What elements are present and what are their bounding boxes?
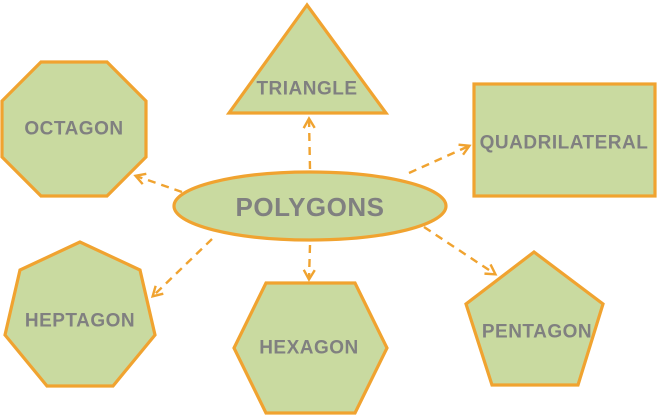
arrow-polygons-to-heptagon bbox=[150, 238, 213, 299]
pentagon-shape bbox=[464, 249, 605, 387]
polygons-center-shape bbox=[172, 170, 448, 242]
quadrilateral-label: QUADRILATERAL bbox=[480, 133, 649, 154]
polygons-center-label: POLYGONS bbox=[236, 192, 385, 222]
hexagon-label: HEXAGON bbox=[259, 338, 359, 359]
arrow-polygons-to-quadrilateral bbox=[408, 143, 472, 175]
triangle-label: TRIANGLE bbox=[256, 79, 357, 100]
octagon-shape bbox=[0, 60, 148, 198]
pentagon-label: PENTAGON bbox=[482, 322, 592, 343]
arrow-polygons-to-pentagon bbox=[423, 225, 498, 276]
arrow-polygons-to-hexagon bbox=[302, 244, 316, 282]
arrow-polygons-to-octagon bbox=[133, 172, 183, 194]
octagon-label: OCTAGON bbox=[24, 119, 123, 140]
triangle-shape bbox=[225, 2, 390, 115]
hexagon-shape bbox=[232, 281, 389, 415]
arrow-polygons-to-triangle bbox=[302, 116, 316, 170]
quadrilateral-shape bbox=[472, 82, 657, 198]
heptagon-label: HEPTAGON bbox=[25, 311, 135, 332]
heptagon-shape bbox=[3, 240, 157, 388]
